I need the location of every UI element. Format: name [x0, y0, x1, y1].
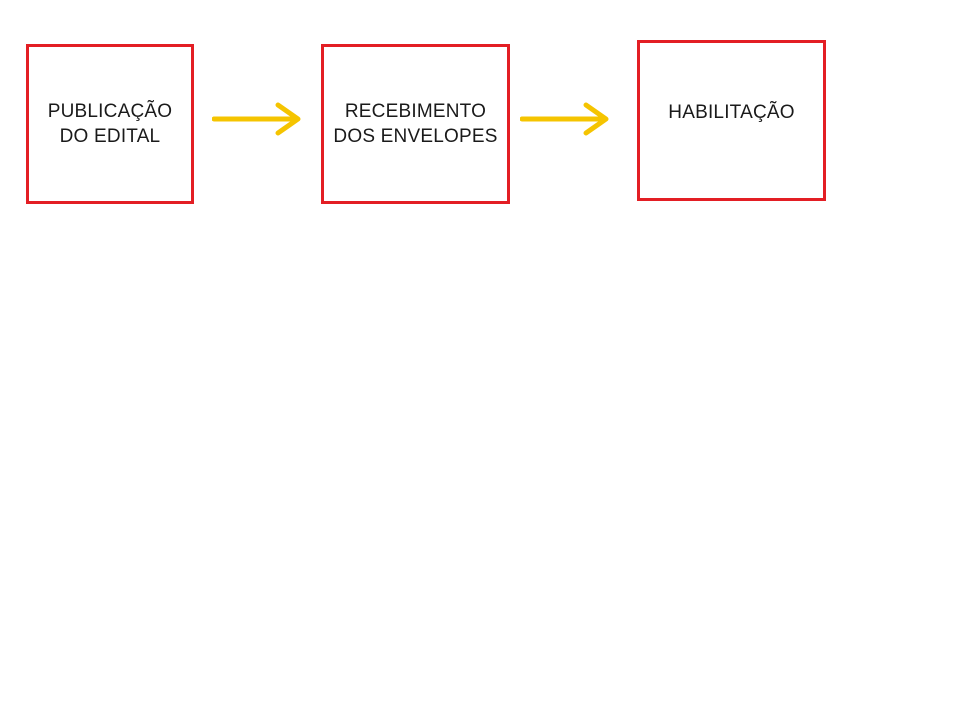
right-arrow-icon	[520, 102, 609, 136]
step-label: RECEBIMENTO DOS ENVELOPES	[333, 100, 498, 147]
step-box-publicacao-do-edital: PUBLICAÇÃO DO EDITAL	[26, 44, 194, 204]
step-box-recebimento-dos-envelopes: RECEBIMENTO DOS ENVELOPES	[321, 44, 510, 204]
step-box-habilitacao: HABILITAÇÃO	[637, 40, 826, 201]
right-arrow-icon	[212, 102, 301, 136]
step-label: HABILITAÇÃO	[668, 102, 795, 123]
step-label: PUBLICAÇÃO DO EDITAL	[47, 100, 173, 147]
